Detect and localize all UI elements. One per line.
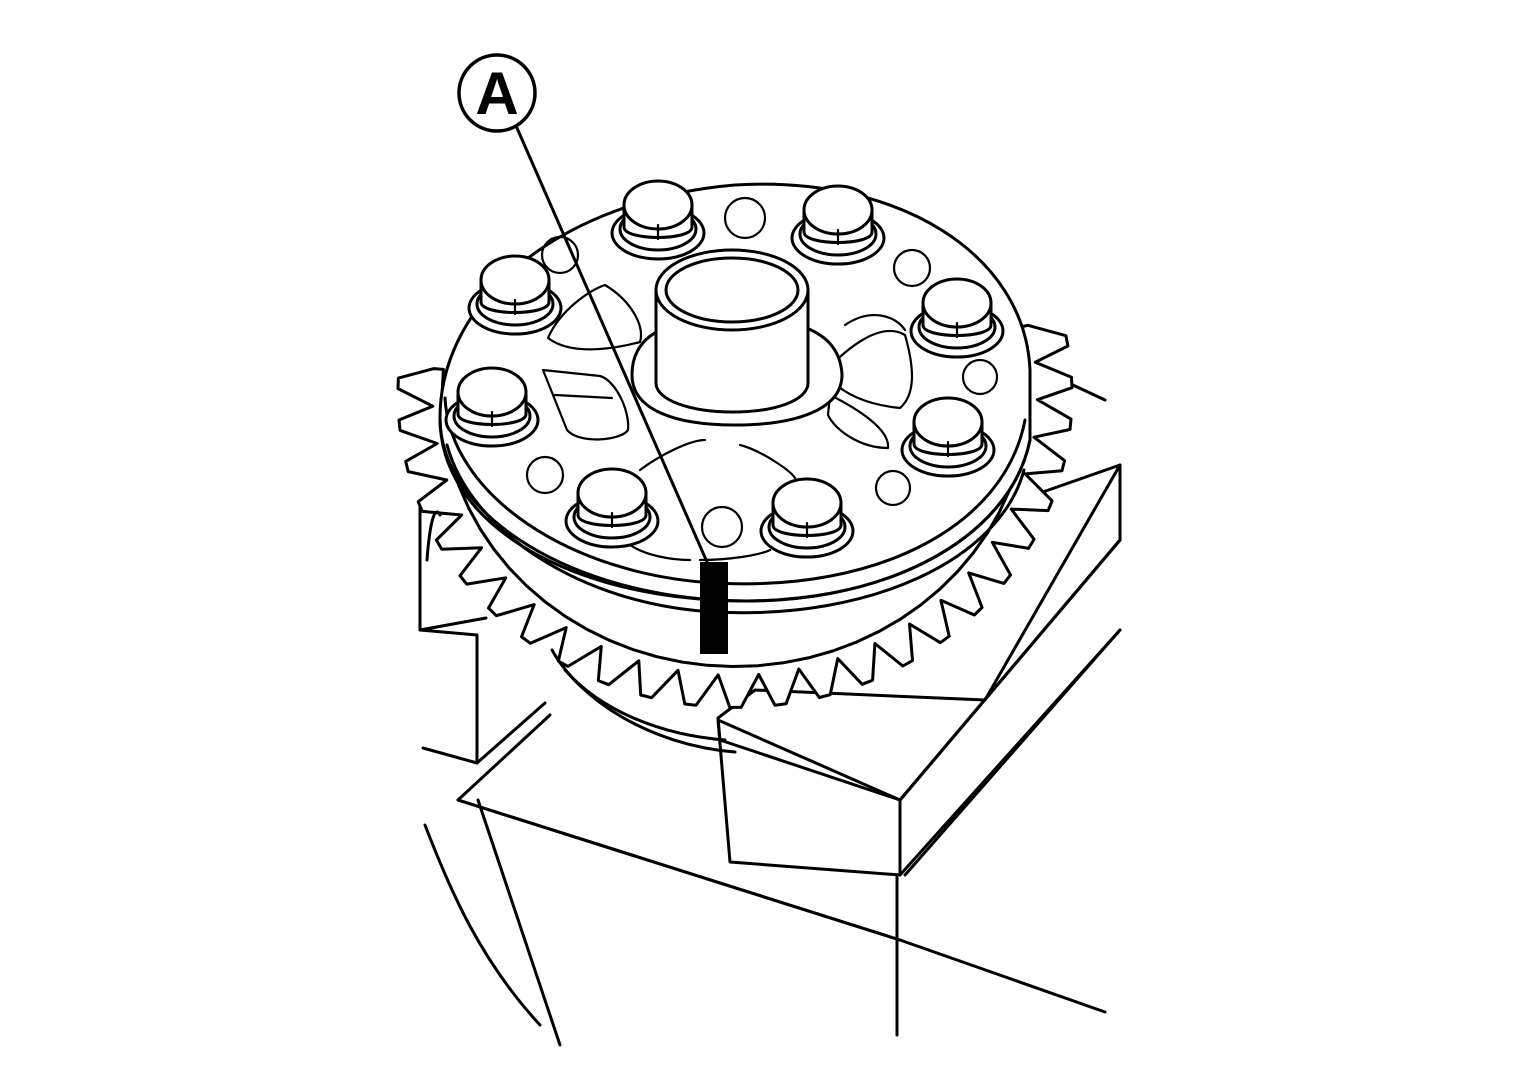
case-bolts	[444, 179, 1005, 559]
bolt-8	[759, 477, 855, 559]
bolt-5	[444, 366, 540, 448]
callout-a: A	[457, 53, 709, 564]
case-face-details	[525, 196, 999, 562]
bolt-7	[564, 467, 660, 549]
center-hub	[630, 248, 844, 427]
carrier-housing	[418, 363, 1122, 1047]
bolt-4	[909, 277, 1005, 359]
callout-label: A	[475, 60, 518, 127]
ring-gear	[396, 323, 1074, 709]
bolt-3	[467, 254, 563, 336]
alignment-mark	[700, 562, 728, 654]
bolt-1	[610, 179, 706, 261]
bolt-2	[790, 184, 886, 266]
bolt-6	[900, 396, 996, 478]
side-bearing	[550, 648, 737, 754]
